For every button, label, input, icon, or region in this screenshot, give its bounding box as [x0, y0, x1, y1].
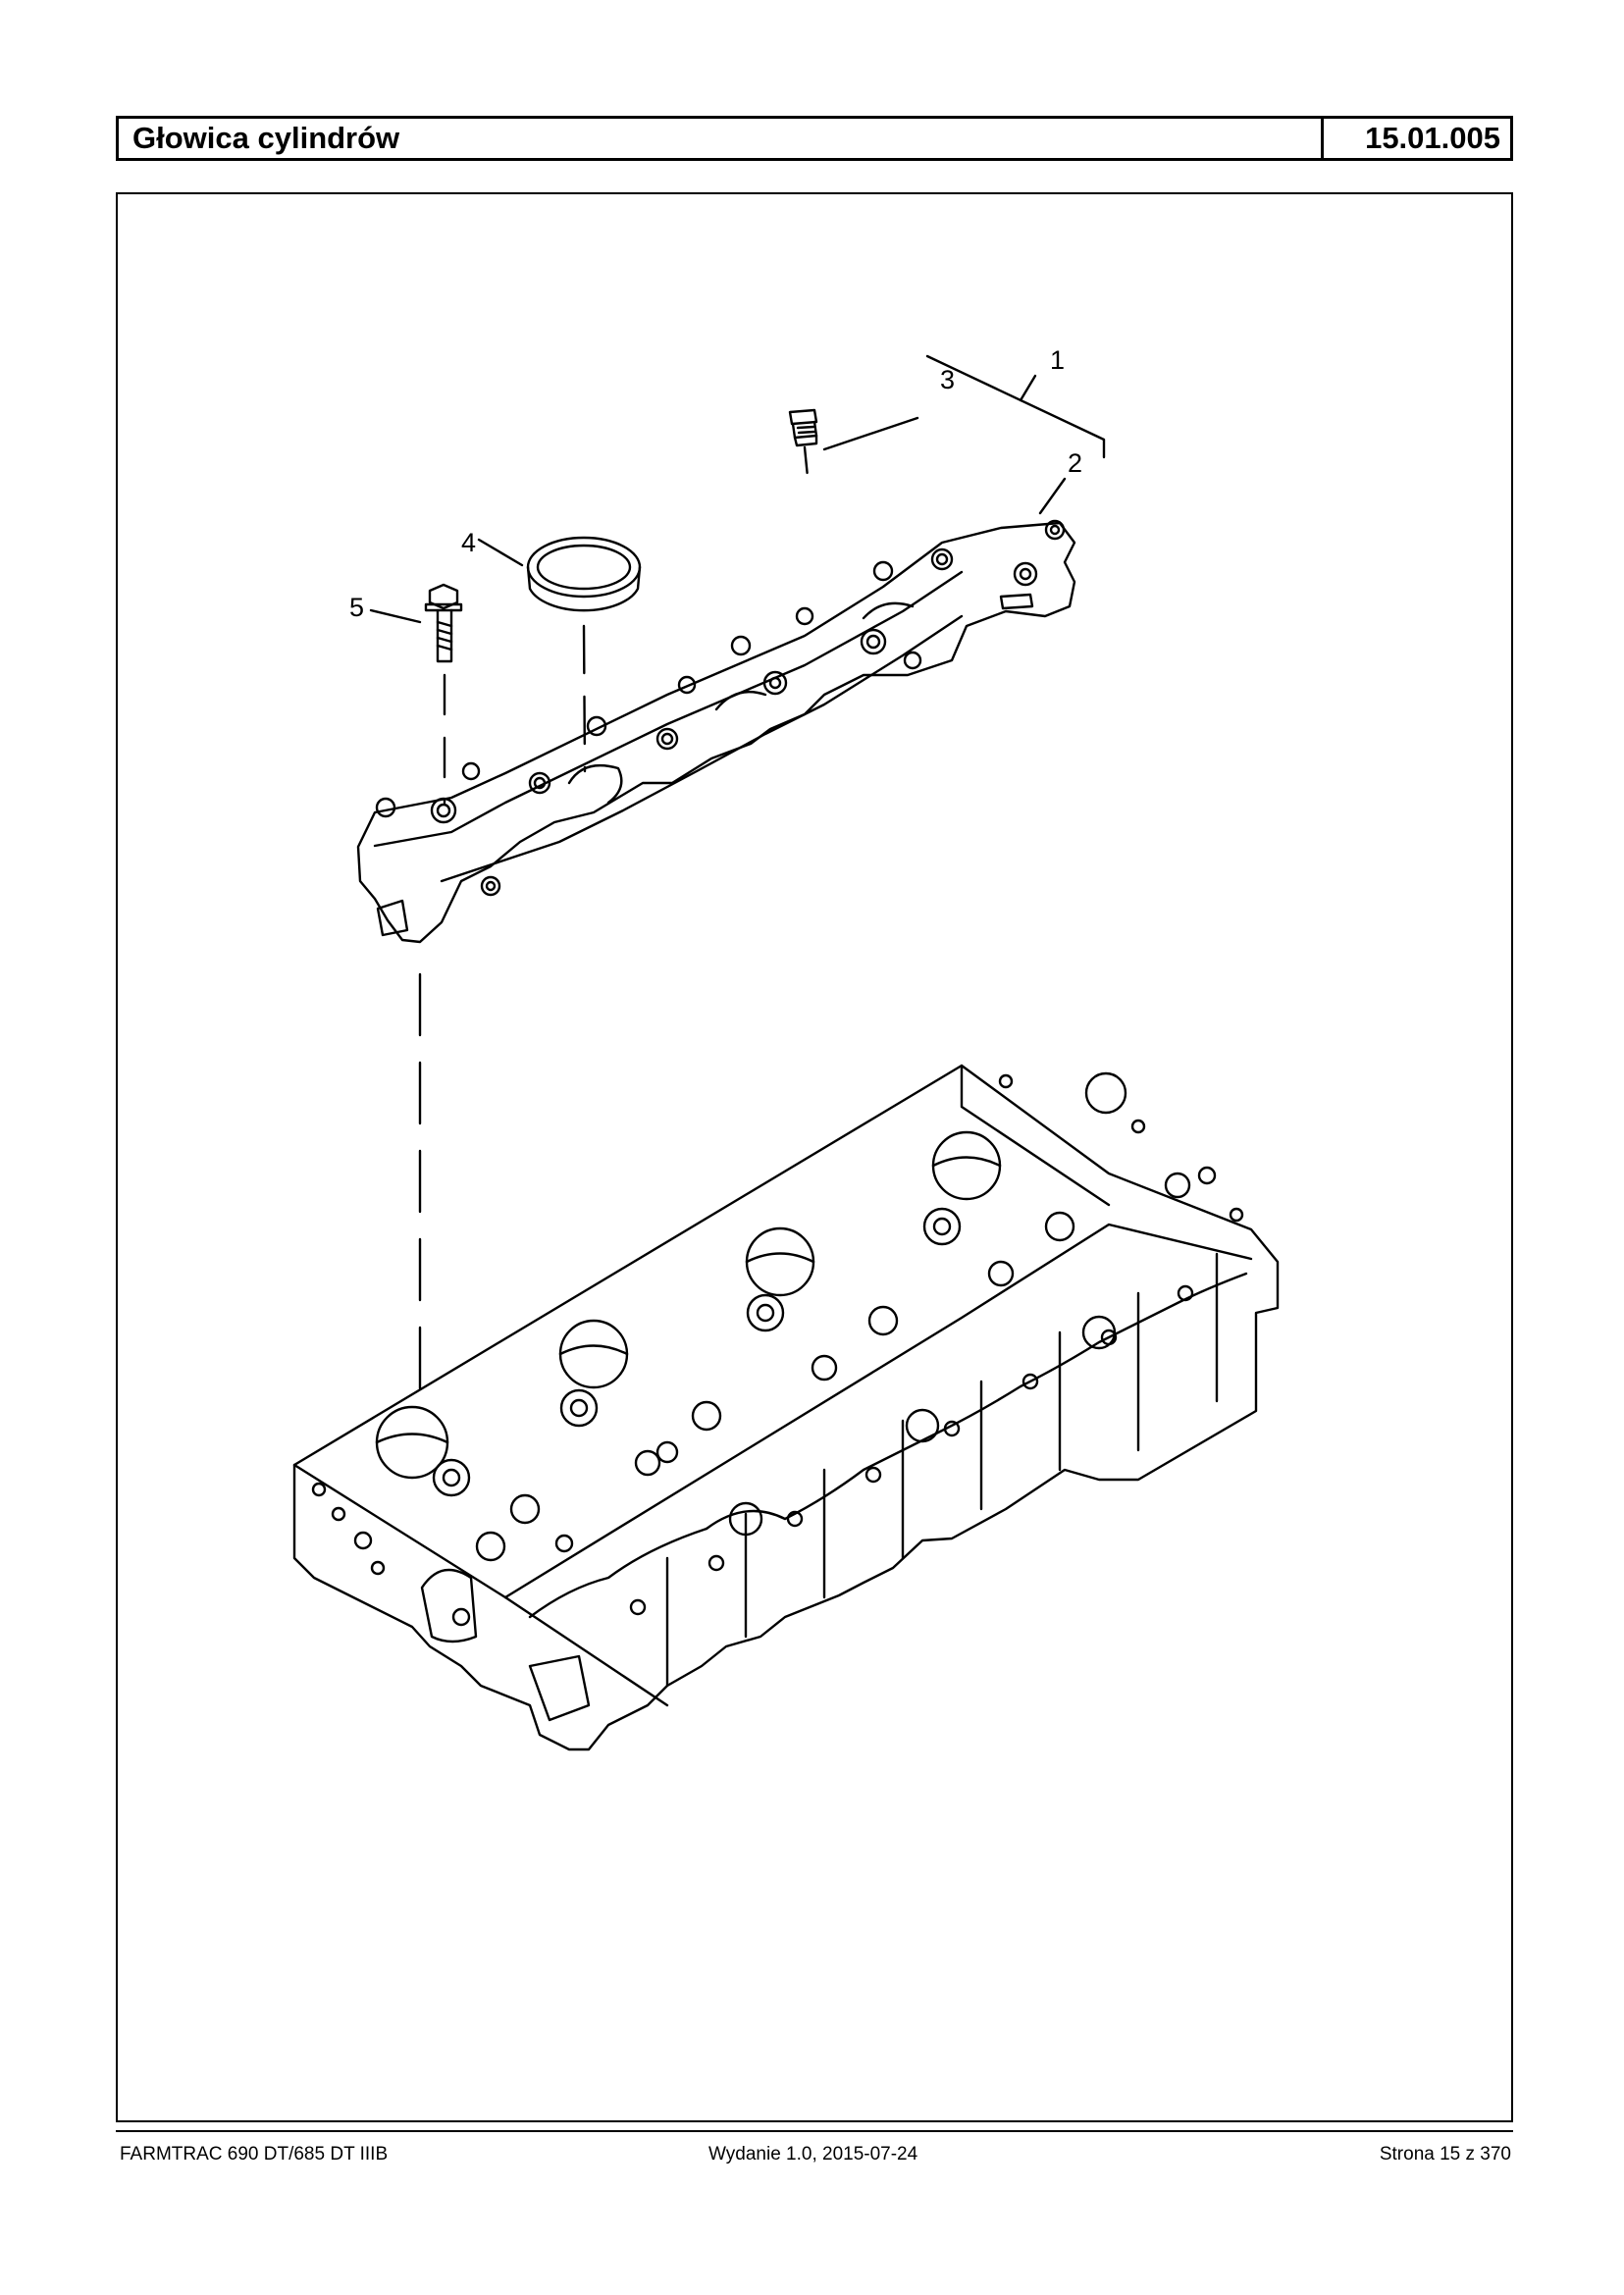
- bolt-part-5: [424, 583, 463, 805]
- parts-drawing-frame: 1 2 3 4 5: [116, 192, 1513, 2122]
- seal-ring-part-4: [526, 536, 642, 773]
- manifold-part-2: [356, 519, 1076, 944]
- footer-edition: Wydanie 1.0, 2015-07-24: [708, 2144, 918, 2165]
- page-title: Głowica cylindrów: [119, 119, 1324, 158]
- plug-part-3: [788, 408, 818, 479]
- callout-number-5: 5: [349, 593, 364, 622]
- callout-number-2: 2: [1068, 448, 1082, 478]
- footer-divider: [116, 2130, 1513, 2132]
- callout-5-leader: [369, 608, 422, 624]
- page-header: Głowica cylindrów 15.01.005: [116, 116, 1513, 161]
- footer-page-number: Strona 15 z 370: [1379, 2144, 1511, 2165]
- callout-number-1: 1: [1050, 345, 1065, 375]
- callout-number-4: 4: [461, 528, 476, 557]
- section-code: 15.01.005: [1365, 121, 1500, 155]
- callout-2-leader: [1038, 477, 1067, 515]
- callout-number-3: 3: [940, 365, 955, 394]
- callout-1-bracket: [925, 354, 1106, 459]
- cylinder-head: [292, 1064, 1280, 1751]
- exploded-parts-diagram: 1 2 3 4 5: [292, 345, 1280, 1751]
- callout-4-leader: [477, 538, 524, 567]
- footer-model: FARMTRAC 690 DT/685 DT IIIB: [120, 2144, 389, 2165]
- callout-3-leader: [822, 416, 919, 451]
